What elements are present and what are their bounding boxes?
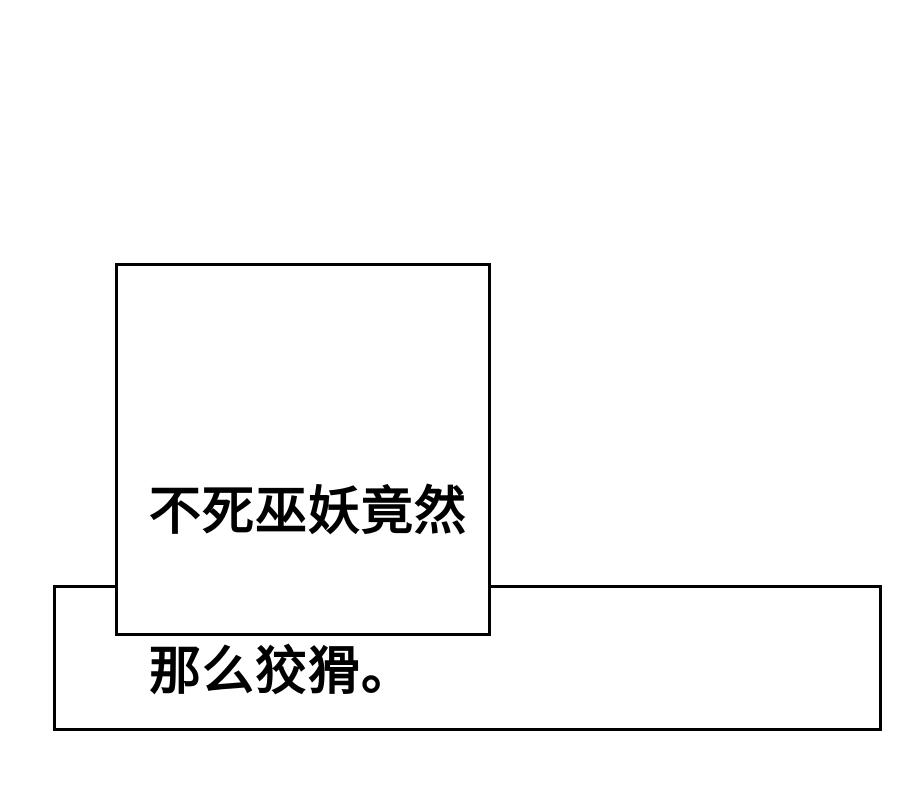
caption-line-1: 不死巫妖竟然 <box>149 482 468 542</box>
caption-box: 不死巫妖竟然 那么狡猾。 <box>115 263 491 702</box>
caption-text: 不死巫妖竟然 那么狡猾。 <box>149 392 479 792</box>
caption-line-2: 那么狡猾。 <box>149 642 415 702</box>
